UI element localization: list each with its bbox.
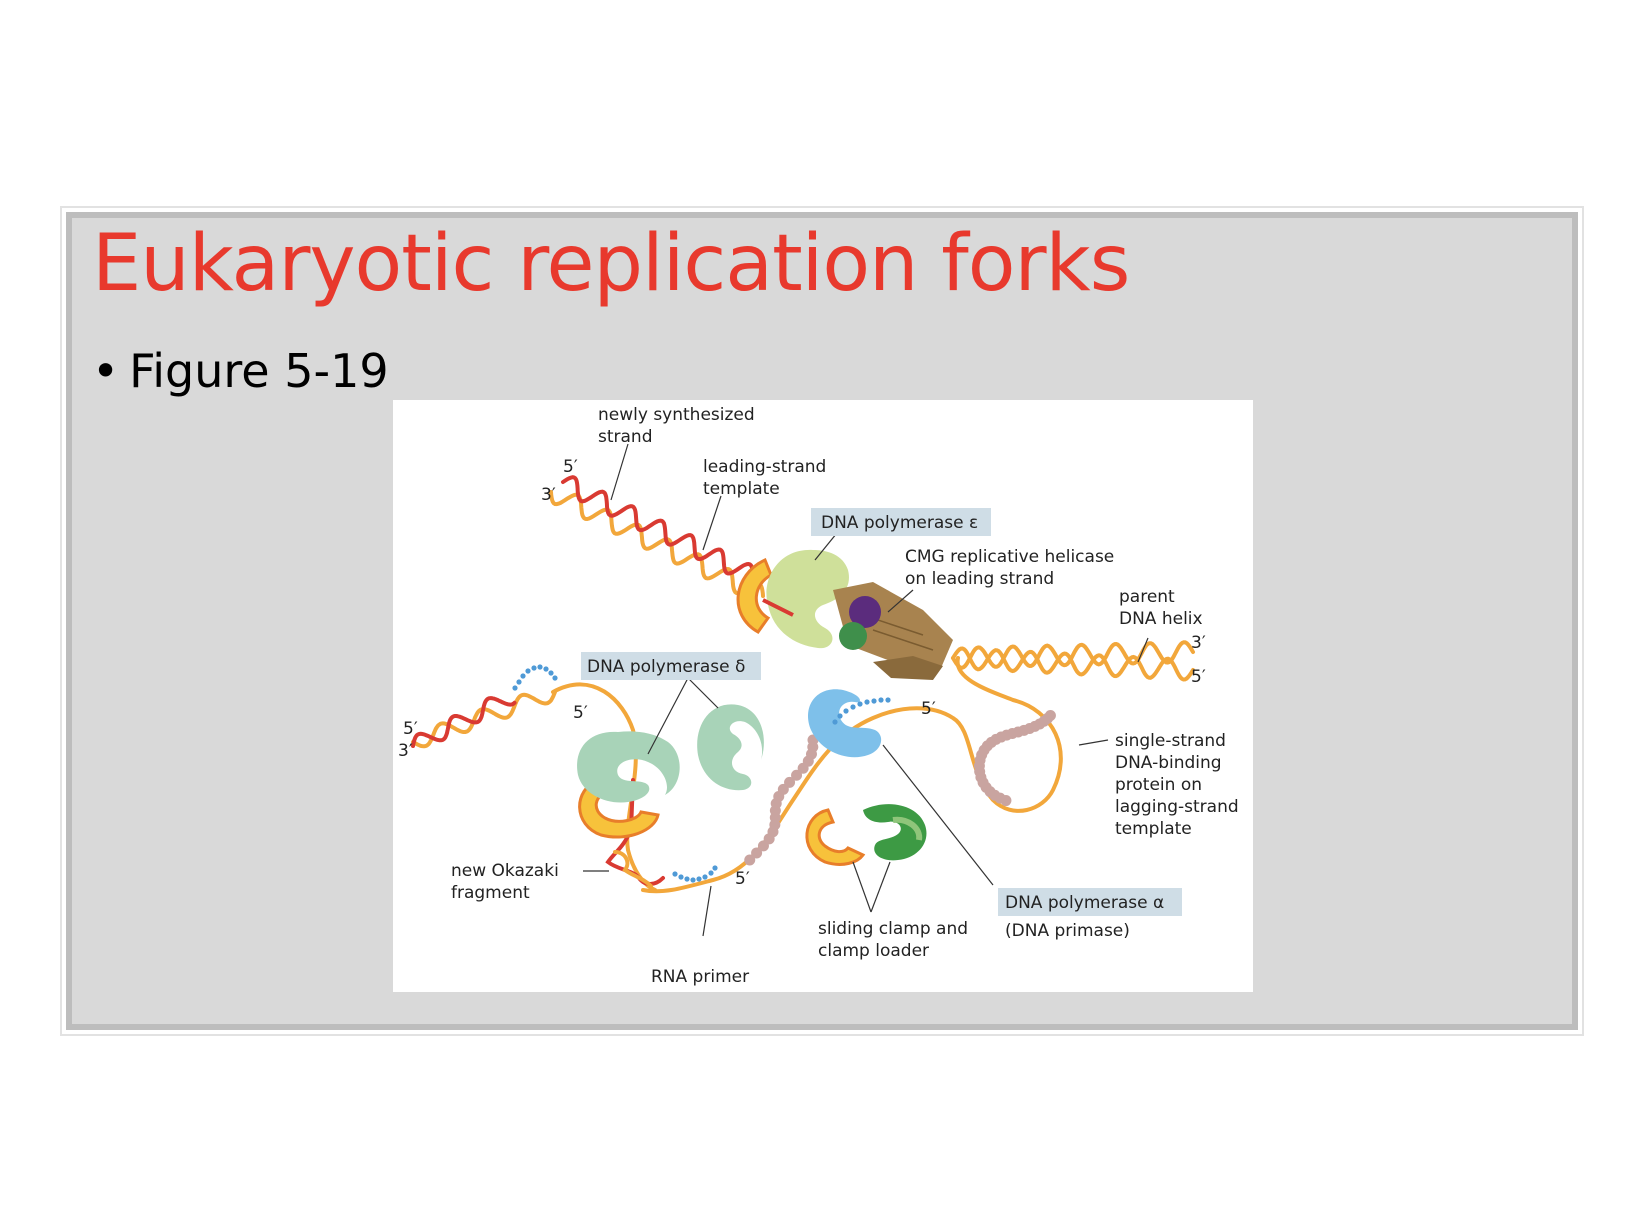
label-left-three: 3′ (398, 741, 413, 761)
ssb-bead (744, 854, 756, 866)
sliding-clamp-complex (805, 804, 927, 866)
okazaki-orange-strand (613, 850, 653, 888)
parent-strand-a (951, 640, 1195, 670)
ssb-proteins-right (973, 709, 1056, 807)
pol-epsilon-body (766, 549, 849, 649)
label-top-five: 5′ (563, 457, 578, 477)
label-dna-primase: (DNA primase) (1005, 921, 1130, 941)
middle-rna-primer (672, 865, 718, 883)
clamp-loader (863, 804, 927, 861)
label-cmg-2: on leading strand (905, 569, 1054, 589)
ssb-bead (797, 762, 809, 774)
replication-fork-diagram: 5′ 3′ 3′ 5′ 5′ 3′ 5′ 5′ 5′ newly synthes… (398, 405, 1239, 987)
okazaki-duplex (605, 778, 665, 888)
label-parent-five: 5′ (1191, 667, 1206, 687)
helicase-green-subunit (839, 622, 867, 650)
label-newly-synthesized-1: newly synthesized (598, 405, 755, 425)
tag-pol-alpha: DNA polymerase α (1005, 893, 1164, 913)
pol-epsilon-complex (736, 549, 849, 649)
ssb-bead (1000, 795, 1012, 807)
ssb-proteins-middle (744, 734, 819, 866)
label-top-three: 3′ (541, 485, 556, 505)
pol-delta-engaged (577, 731, 680, 839)
newly-synthesized-strand (561, 475, 755, 578)
pol-epsilon-red-strand (762, 598, 794, 617)
ssb-bead (751, 847, 763, 859)
pol-delta-body (577, 731, 680, 803)
pol-delta-free (697, 704, 764, 791)
tag-pol-delta-box (581, 652, 761, 680)
label-ssb-5: template (1115, 819, 1192, 839)
label-parent-2: DNA helix (1119, 609, 1203, 629)
slide-title: Eukaryotic replication forks (92, 219, 1130, 309)
label-leading-template-1: leading-strand (703, 457, 826, 477)
label-newly-synthesized-2: strand (598, 427, 653, 447)
label-sliding-clamp-1: sliding clamp and (818, 919, 968, 939)
tag-pol-epsilon-box (811, 508, 991, 536)
label-ssb-1: single-strand (1115, 731, 1226, 751)
ssb-bead (784, 776, 796, 788)
bullet-figure-ref: •Figure 5-19 (92, 346, 389, 397)
label-rna-primer: RNA primer (651, 967, 749, 987)
label-leading-template-2: template (703, 479, 780, 499)
tag-pol-alpha-box (998, 888, 1182, 916)
left-red-strand (411, 696, 517, 748)
label-ssb-4: lagging-strand (1115, 797, 1239, 817)
alpha-rna-primer (832, 697, 891, 725)
label-parent-three: 3′ (1191, 633, 1206, 653)
label-mid-primer-five: 5′ (735, 869, 750, 889)
bullet-marker: • (92, 344, 120, 398)
left-rna-primer (512, 664, 558, 691)
lagging-template-left (551, 682, 657, 892)
label-alpha-primer-five: 5′ (921, 699, 936, 719)
leading-template-strand (549, 490, 765, 598)
label-ssb-2: DNA-binding (1115, 753, 1222, 773)
epsilon-clamp (736, 557, 773, 634)
sliding-clamp (805, 808, 866, 866)
ssb-bead (757, 840, 769, 852)
replication-fork-figure: 5′ 3′ 3′ 5′ 5′ 3′ 5′ 5′ 5′ newly synthes… (393, 400, 1253, 992)
parent-strand-b (951, 646, 1195, 682)
label-cmg-1: CMG replicative helicase (905, 547, 1114, 567)
helicase-purple-subunit (849, 596, 881, 628)
label-okazaki-2: fragment (451, 883, 530, 903)
label-sliding-clamp-2: clamp loader (818, 941, 929, 961)
left-lagging-duplex (411, 690, 557, 749)
leading-duplex (549, 475, 765, 598)
ssb-bead (791, 769, 803, 781)
bullet-text: Figure 5-19 (129, 344, 389, 398)
label-ssb-3: protein on (1115, 775, 1202, 795)
tag-pol-delta: DNA polymerase δ (587, 657, 745, 677)
label-parent-1: parent (1119, 587, 1175, 607)
pol-alpha-body (808, 689, 882, 758)
cmg-helicase (833, 582, 953, 680)
parent-helix (951, 640, 1195, 682)
label-okazaki-1: new Okazaki (451, 861, 559, 881)
label-left-five: 5′ (403, 719, 418, 739)
label-left-primer-five: 5′ (573, 703, 588, 723)
tag-pol-epsilon: DNA polymerase ε (821, 513, 978, 533)
